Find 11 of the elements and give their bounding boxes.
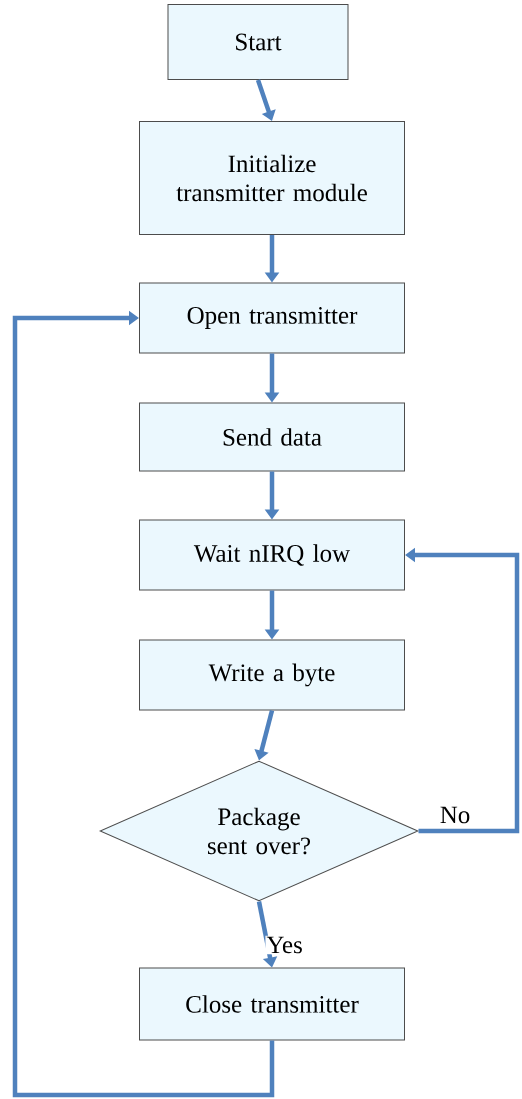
process-box: Wait nIRQ low [139, 519, 405, 591]
arrow [255, 79, 276, 121]
process-box: Send data [139, 402, 405, 472]
process-box: Close transmitter [139, 967, 405, 1041]
arrow [12, 310, 275, 1098]
edge-label: No [438, 805, 472, 825]
process-box: Write a byte [139, 639, 405, 711]
process-box: Initialize transmitter module [139, 121, 405, 235]
process-box: Open transmitter [139, 282, 405, 354]
process-box: Start [167, 4, 349, 80]
edge-label: Yes [265, 935, 304, 955]
